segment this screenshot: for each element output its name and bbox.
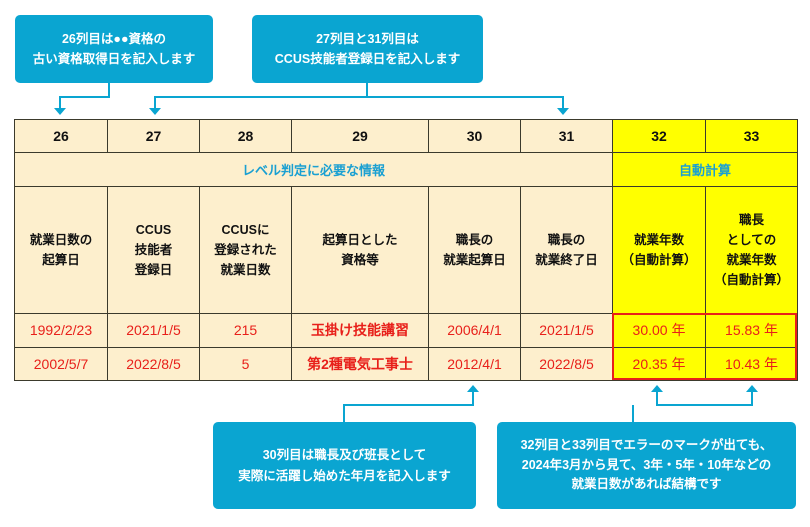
- callout-col26-note: 26列目は●●資格の 古い資格取得日を記入します: [15, 15, 213, 83]
- cell-ccus-work-days: 215: [199, 313, 292, 348]
- cell-start-date: 1992/2/23: [14, 313, 108, 348]
- connector-col27-31-bar: [154, 96, 564, 108]
- header-ccus-registration-date: CCUS 技能者 登録日: [107, 186, 200, 314]
- callout-col30-note: 30列目は職長及び班長として 実際に活躍し始めた年月を記入します: [213, 422, 476, 509]
- cell-qualification: 第2種電気工事士: [291, 346, 429, 381]
- group-header-level-info: レベル判定に必要な情報: [14, 152, 613, 187]
- cell-foreman-end-date: 2022/8/5: [520, 346, 613, 381]
- group-header-auto-calc: 自動計算: [612, 152, 798, 187]
- cell-foreman-work-years: 10.43 年: [705, 346, 798, 381]
- cell-ccus-registration-date: 2022/8/5: [107, 346, 200, 381]
- column-number-30: 30: [428, 119, 521, 153]
- cell-foreman-start-date: 2012/4/1: [428, 346, 521, 381]
- callout-col27-31-note: 27列目と31列目は CCUS技能者登録日を記入します: [252, 15, 483, 83]
- column-number-31: 31: [520, 119, 613, 153]
- header-foreman-end-date: 職長の 就業終了日: [520, 186, 613, 314]
- header-work-years: 就業年数 （自動計算）: [612, 186, 706, 314]
- arrow-up-icon: [651, 385, 663, 392]
- column-number-29: 29: [291, 119, 429, 153]
- header-start-date: 就業日数の 起算日: [14, 186, 108, 314]
- column-number-28: 28: [199, 119, 292, 153]
- column-number-33: 33: [705, 119, 798, 153]
- header-qualification: 起算日とした 資格等: [291, 186, 429, 314]
- cell-qualification: 玉掛け技能講習: [291, 313, 429, 348]
- column-number-26: 26: [14, 119, 108, 153]
- column-number-row: 26 27 28 29 30 31 32 33: [14, 119, 798, 153]
- column-number-32: 32: [612, 119, 706, 153]
- cell-ccus-registration-date: 2021/1/5: [107, 313, 200, 348]
- skill-level-table: 26 27 28 29 30 31 32 33 レベル判定に必要な情報 自動計算…: [14, 119, 798, 381]
- connector-col26: [59, 83, 110, 108]
- column-header-row: 就業日数の 起算日 CCUS 技能者 登録日 CCUSに 登録された 就業日数 …: [14, 186, 798, 314]
- cell-work-years: 20.35 年: [612, 346, 706, 381]
- cell-foreman-end-date: 2021/1/5: [520, 313, 613, 348]
- cell-foreman-work-years: 15.83 年: [705, 313, 798, 348]
- cell-foreman-start-date: 2006/4/1: [428, 313, 521, 348]
- cell-start-date: 2002/5/7: [14, 346, 108, 381]
- arrow-down-icon: [557, 108, 569, 115]
- column-number-27: 27: [107, 119, 200, 153]
- cell-work-years: 30.00 年: [612, 313, 706, 348]
- header-ccus-work-days: CCUSに 登録された 就業日数: [199, 186, 292, 314]
- cell-ccus-work-days: 5: [199, 346, 292, 381]
- arrow-up-icon: [746, 385, 758, 392]
- arrow-up-icon: [467, 385, 479, 392]
- connector-col32-33-bar: [656, 392, 753, 406]
- table-row: 2002/5/7 2022/8/5 5 第2種電気工事士 2012/4/1 20…: [14, 346, 798, 381]
- arrow-down-icon: [54, 108, 66, 115]
- connector-col30: [343, 392, 474, 422]
- header-foreman-work-years: 職長 としての 就業年数 （自動計算）: [705, 186, 798, 314]
- table-row: 1992/2/23 2021/1/5 215 玉掛け技能講習 2006/4/1 …: [14, 313, 798, 348]
- group-header-row: レベル判定に必要な情報 自動計算: [14, 152, 798, 187]
- header-foreman-start-date: 職長の 就業起算日: [428, 186, 521, 314]
- arrow-down-icon: [149, 108, 161, 115]
- callout-col32-33-note: 32列目と33列目でエラーのマークが出ても、 2024年3月から見て、3年・5年…: [497, 422, 796, 509]
